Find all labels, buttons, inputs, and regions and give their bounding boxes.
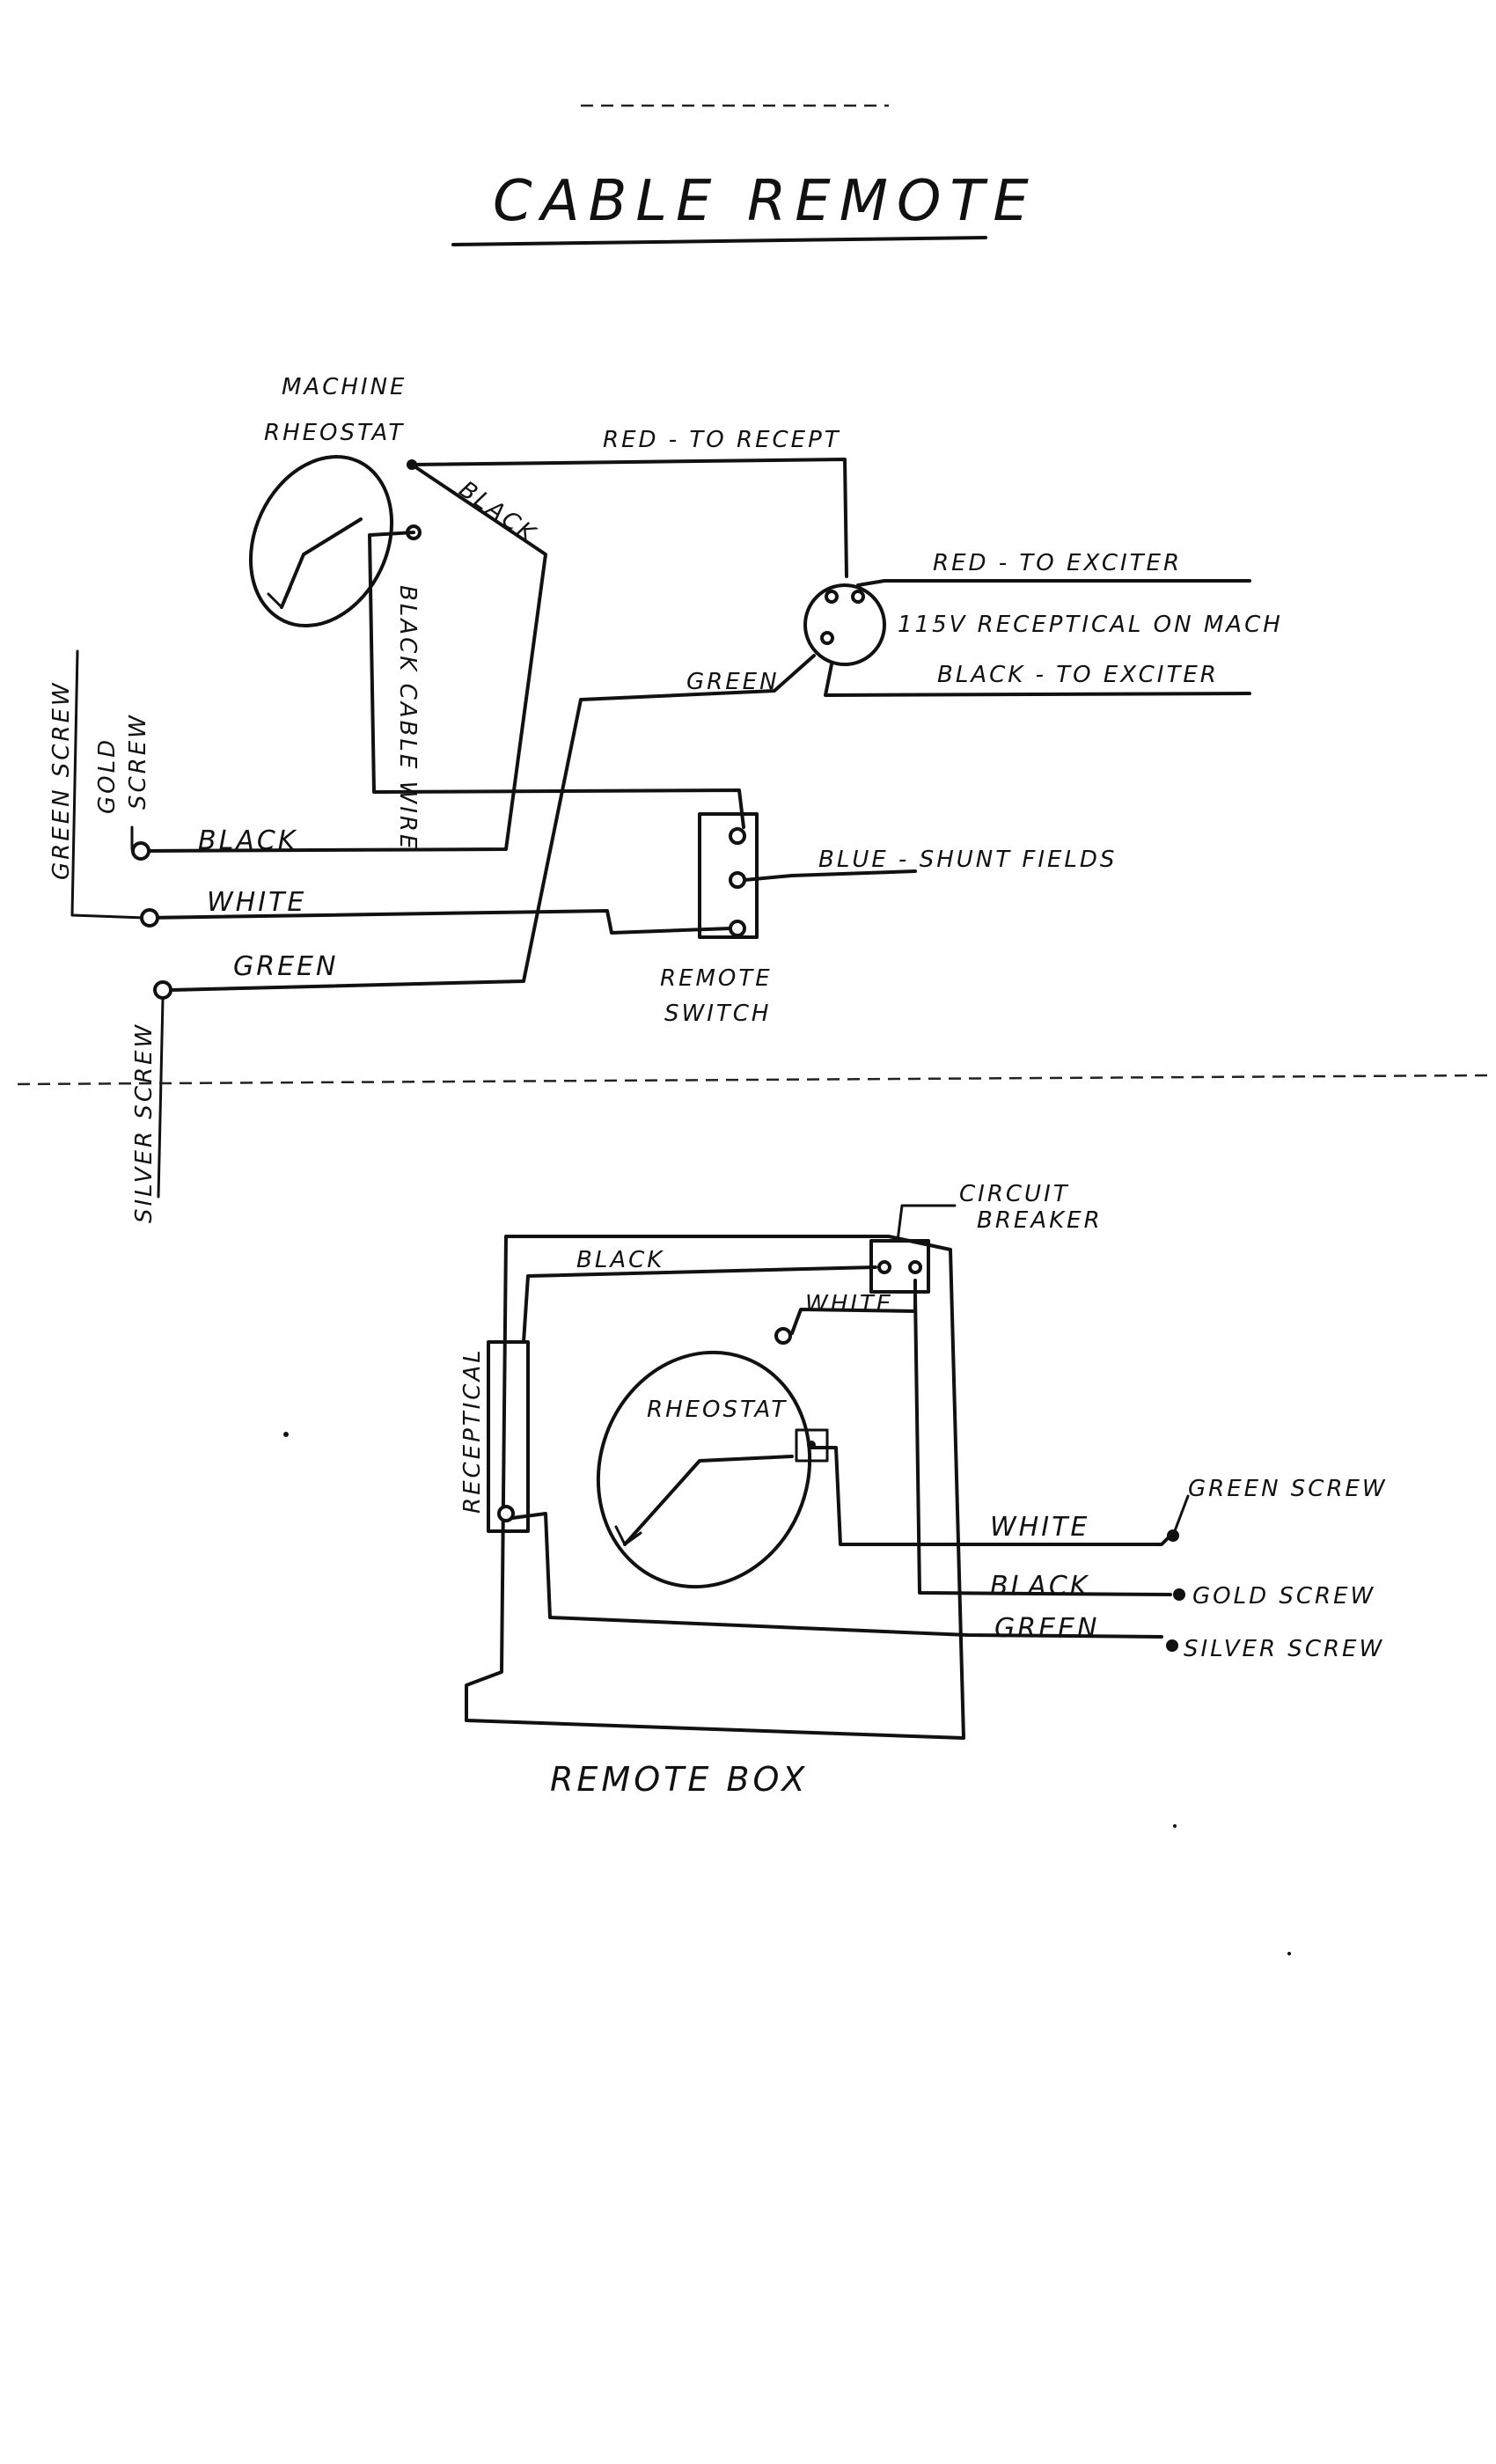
machine-rheostat-wiper xyxy=(280,517,363,609)
black-to-exciter-label: BLACK - TO EXCITER xyxy=(937,662,1219,688)
green-wire-top xyxy=(170,654,816,992)
machine-rheostat-arrow xyxy=(267,586,292,609)
white-out-label: WHITE xyxy=(990,1512,1089,1543)
silver-screw-label: SILVER SCREW xyxy=(1184,1636,1384,1662)
speck-3 xyxy=(1287,1952,1291,1955)
green-out-label: GREEN xyxy=(994,1613,1099,1644)
circuit-breaker-label-2: BREAKER xyxy=(977,1207,1103,1234)
black-cable-wire-label: BLACK CABLE WIRE xyxy=(394,585,421,851)
gold-screw-label-2: SCREW xyxy=(125,713,151,810)
black-terminal-left xyxy=(131,841,150,861)
rheostat-box-terminal-top xyxy=(774,1327,792,1345)
black-wire-box xyxy=(522,1265,877,1344)
circuit-breaker-terminal-1 xyxy=(877,1260,891,1274)
circuit-breaker-label-1: CIRCUIT xyxy=(959,1181,1070,1207)
receptacle-slot-2 xyxy=(851,590,865,604)
gold-screw-label-1: GOLD xyxy=(94,737,121,814)
silver-screw-leader xyxy=(157,997,165,1199)
remote-switch-terminal-3 xyxy=(729,920,746,937)
blue-shunt-label: BLUE - SHUNT FIELDS xyxy=(818,847,1117,873)
red-to-exciter-wire xyxy=(856,579,1251,587)
white-wire-out xyxy=(810,1446,1172,1546)
black-left-label: BLACK xyxy=(198,825,297,856)
black-wire-out xyxy=(913,1292,1172,1596)
green-terminal-left xyxy=(153,980,172,1000)
remote-switch-label-1: REMOTE xyxy=(660,965,773,992)
rheostat-label: RHEOSTAT xyxy=(647,1397,788,1423)
green-wire-out xyxy=(510,1512,1163,1639)
green-screw-label: GREEN SCREW xyxy=(1188,1476,1388,1502)
diagram-title: CABLE REMOTE xyxy=(493,169,1038,234)
blue-shunt-wire xyxy=(743,869,917,882)
receptacle-115v xyxy=(803,583,886,666)
white-terminal-left xyxy=(140,908,159,928)
receptacle-box-terminal xyxy=(497,1505,515,1522)
rheostat-box-arrow xyxy=(614,1525,642,1546)
silver-screw-terminal xyxy=(1166,1639,1178,1652)
receptacle-slot-1 xyxy=(825,590,839,604)
white-left-label: WHITE xyxy=(207,887,306,918)
green-screw-leader xyxy=(70,649,147,920)
green-left-label: GREEN xyxy=(233,951,338,982)
machine-rheostat-label-1: MACHINE xyxy=(282,374,407,400)
section-divider xyxy=(17,1074,1488,1086)
receptacle-box xyxy=(487,1340,530,1533)
remote-switch-terminal-1 xyxy=(729,827,746,845)
remote-switch xyxy=(698,812,759,939)
title-underline xyxy=(451,236,987,246)
black-cable-wire xyxy=(368,531,745,829)
black-top-label: BLACK xyxy=(454,476,541,548)
gold-screw-terminal xyxy=(1173,1588,1185,1601)
black-box-label: BLACK xyxy=(576,1247,664,1273)
green-top-label: GREEN xyxy=(686,669,780,695)
black-wire-top xyxy=(139,463,547,853)
circuit-breaker-terminal-2 xyxy=(908,1260,922,1274)
speck-1 xyxy=(283,1432,289,1437)
red-to-exciter-label: RED - TO EXCITER xyxy=(933,550,1182,576)
rheostat-box xyxy=(596,1350,812,1589)
black-to-exciter-wire xyxy=(824,663,1251,697)
gold-screw-label: GOLD SCREW xyxy=(1192,1583,1375,1610)
receptacle-ground xyxy=(820,631,834,645)
machine-rheostat-label-2: RHEOSTAT xyxy=(264,420,405,446)
black-out-label: BLACK xyxy=(990,1571,1089,1602)
white-box-label: WHITE xyxy=(805,1291,893,1317)
red-to-recept-wire xyxy=(410,458,848,578)
machine-rheostat xyxy=(248,454,394,628)
green-screw-leader-box xyxy=(1171,1494,1190,1537)
silver-screw-label-top: SILVER SCREW xyxy=(131,1023,158,1223)
speck-2 xyxy=(1173,1824,1177,1828)
receptical-label: RECEPTICAL xyxy=(459,1347,486,1514)
green-screw-label-top: GREEN SCREW xyxy=(48,680,75,880)
remote-box-label: REMOTE BOX xyxy=(550,1760,808,1799)
rheostat-box-wiper xyxy=(623,1455,794,1546)
receptical-115v-label: 115V RECEPTICAL ON MACH xyxy=(898,612,1283,638)
rheostat-box-terminal-block xyxy=(795,1428,829,1463)
white-wire-top xyxy=(143,909,732,935)
remote-switch-label-2: SWITCH xyxy=(664,1001,771,1027)
red-to-recept-label: RED - TO RECEPT xyxy=(603,427,841,453)
remote-switch-terminal-2 xyxy=(729,871,746,889)
circuit-breaker-leader xyxy=(896,1204,957,1243)
